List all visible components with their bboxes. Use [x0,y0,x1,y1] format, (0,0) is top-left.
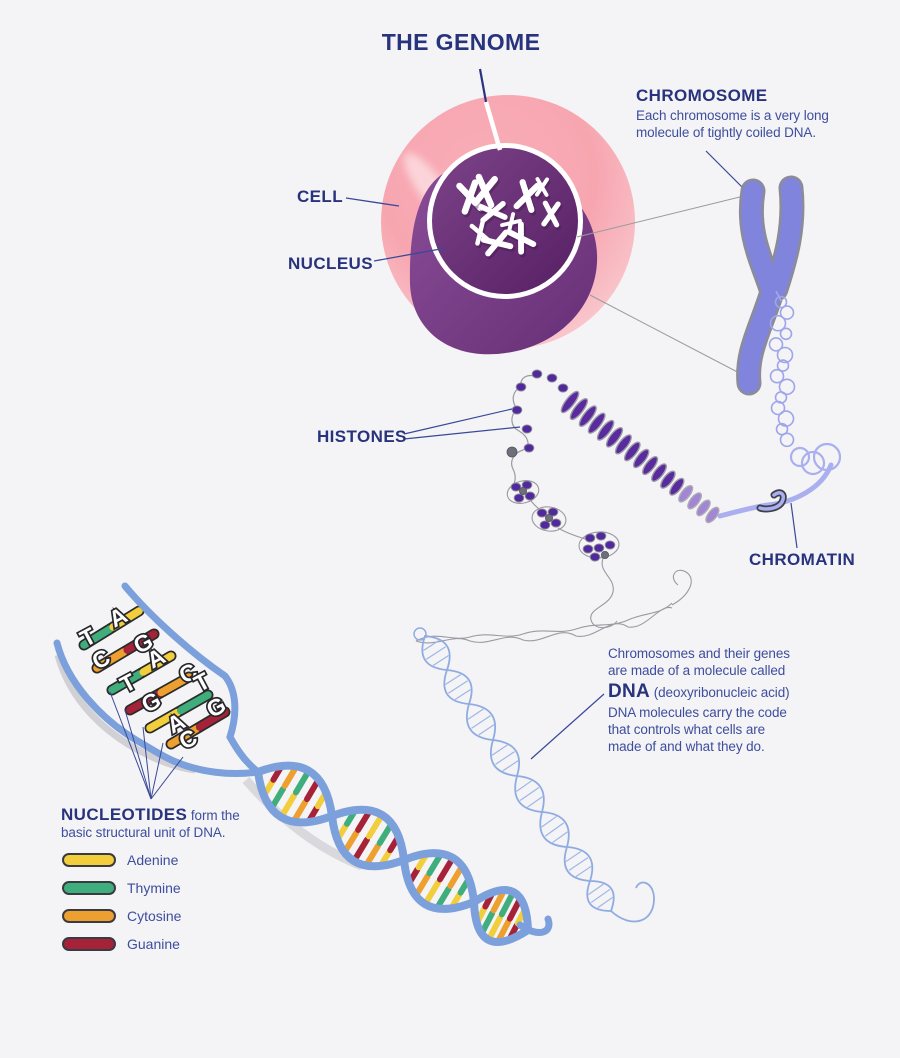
chromatin-pointer-line [790,502,798,549]
chromosome-note: CHROMOSOME Each chromosome is a very lon… [636,87,866,141]
dna-helix [242,761,553,946]
cell-label: CELL [297,187,343,206]
histones-label: HISTONES [317,427,407,446]
legend-label: Guanine [127,936,180,952]
histones-pointer-line-2 [403,426,521,440]
nucleotides-note: NUCLEOTIDES form the basic structural un… [61,806,281,841]
dna-abbr-full: (deoxyribonucleic acid) [653,685,790,700]
nucleus-label: NUCLEUS [288,254,373,273]
title-pin [483,101,503,151]
legend-item: Guanine [62,936,181,952]
nucleotides-line2: basic structural unit of DNA. [61,825,226,840]
ladder-rail-left [53,639,262,777]
legend-item: Thymine [62,880,181,896]
magnify-line-top [576,193,753,238]
dna-abbr-line: DNA (deoxyribonucleic acid) [608,681,838,702]
legend-item: Cytosine [62,908,181,924]
dna-body2: that controls what cells are [608,722,766,737]
nucleus-pointer-line [373,247,447,262]
histones-pointer-line-1 [403,408,513,435]
cell-illustration [381,68,635,355]
legend-label: Adenine [127,852,179,868]
chromosome-description-line1: Each chromosome is a very long [636,108,829,123]
legend-item: Adenine [62,852,181,868]
histone-beads [403,369,720,629]
legend-label: Thymine [127,880,181,896]
ladder-letter: C [88,644,115,675]
title-pin-line [478,68,488,103]
legend-swatch [62,853,116,867]
loose-dna-thread [415,569,692,644]
nucleotides-heading-suffix: form the [190,808,240,823]
nucleotide-legend: Adenine Thymine Cytosine Guanine [62,852,181,952]
magnify-line-bottom [589,294,748,378]
sketch-dna [413,627,655,923]
page-title: THE GENOME [381,29,541,55]
legend-swatch [62,937,116,951]
dna-line2: are made of a molecule called [608,663,786,678]
legend-label: Cytosine [127,908,182,924]
chromatin-label: CHROMATIN [749,550,856,569]
chromosome-heading: CHROMOSOME [636,86,768,105]
chromosome-illustration [736,175,805,396]
pointer-lines [345,150,762,378]
dna-pointer-line [530,693,605,760]
legend-swatch [62,909,116,923]
dna-note: Chromosomes and their genes are made of … [608,645,838,755]
dna-line1: Chromosomes and their genes [608,646,790,661]
chromatin-solenoid [560,390,720,524]
dna-abbr: DNA [608,681,651,702]
legend-swatch [62,881,116,895]
chromatin-ribbon [717,442,842,549]
dna-body1: DNA molecules carry the code [608,705,787,720]
cell-pointer-line [345,197,400,207]
chromosome-description-line2: molecule of tightly coiled DNA. [636,125,816,140]
chromatin-coil [768,290,796,448]
nucleotide-pointer-lines [109,691,184,800]
nucleotides-heading: NUCLEOTIDES [61,805,188,824]
dna-body3: made of and what they do. [608,739,765,754]
ladder-rail-right [121,582,262,776]
